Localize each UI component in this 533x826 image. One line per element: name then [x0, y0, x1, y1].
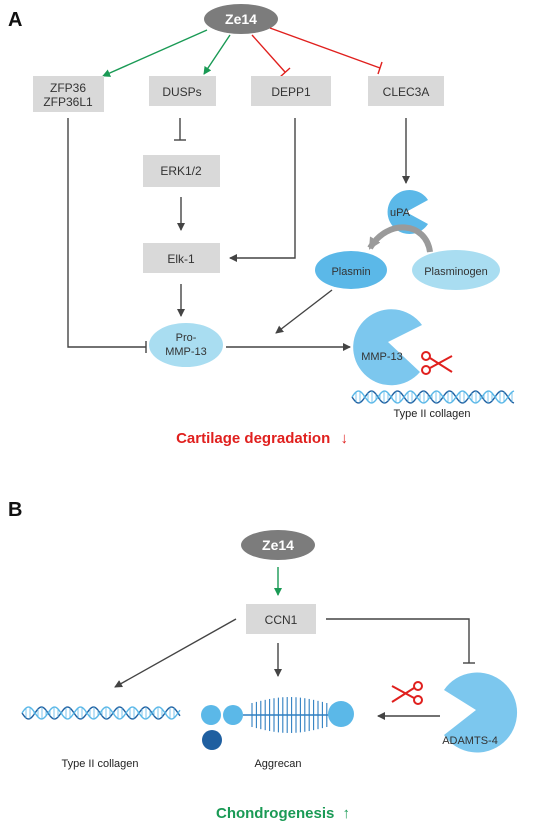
outcome-b-text: Chondrogenesis: [216, 805, 334, 822]
dusps-box: DUSPs: [149, 76, 216, 106]
upa-enzyme: uPA: [387, 190, 428, 235]
panel-a-letter: A: [8, 9, 22, 31]
ze14-oval-a: Ze14: [204, 4, 278, 34]
elk-box: Elk-1: [143, 243, 220, 273]
outcome-a-arrow: ↓: [340, 430, 348, 447]
arrow-ccn1-collagen: [114, 618, 237, 688]
prommp-label-1: Pro-: [176, 332, 197, 344]
clec3a-box: CLEC3A: [368, 76, 444, 106]
ze14-label-a: Ze14: [225, 11, 257, 27]
inhibition-dusps-erk: [174, 118, 186, 141]
arrow-depp1-elk: [229, 118, 296, 262]
scissors-icon: [421, 351, 453, 375]
aggrecan-molecule: [201, 697, 354, 750]
zfp36-label-1: ZFP36: [50, 81, 86, 95]
outcome-a-text: Cartilage degradation: [176, 430, 330, 447]
ccn1-label: CCN1: [265, 613, 298, 627]
mmp13-enzyme: MMP-13: [353, 309, 422, 386]
outcome-b-arrow: ↑: [343, 805, 351, 822]
inhibition-line-depp1: [251, 34, 291, 78]
inhibition-ccn1-adamts: [326, 618, 475, 664]
prommp-label-2: MMP-13: [165, 346, 207, 358]
aggrecan-label: Aggrecan: [254, 758, 301, 770]
zfp36-box: ZFP36 ZFP36L1: [33, 76, 104, 112]
pro-mmp13-ellipse: Pro- MMP-13: [149, 323, 223, 367]
arrow-plasmin-mmp: [275, 289, 333, 334]
erk-box: ERK1/2: [143, 155, 220, 187]
collagen-helix-b: [21, 706, 181, 720]
plasminogen-ellipse: Plasminogen: [412, 250, 500, 290]
inhibition-line-clec3a: [269, 27, 383, 75]
erk-label: ERK1/2: [160, 164, 202, 178]
upa-label: uPA: [390, 207, 411, 219]
clec3a-label: CLEC3A: [383, 85, 430, 99]
conversion-arrow: [367, 224, 433, 253]
depp1-box: DEPP1: [251, 76, 331, 106]
zfp36-label-2: ZFP36L1: [43, 95, 93, 109]
cartilage-degradation-label: Cartilage degradation ↓: [176, 430, 348, 447]
inhibition-zfp36-prommp: [67, 118, 147, 353]
plasmin-label: Plasmin: [331, 266, 370, 278]
adamts4-enzyme: ADAMTS-4: [442, 672, 518, 753]
depp1-label: DEPP1: [271, 85, 311, 99]
collagen-label-a: Type II collagen: [393, 408, 470, 420]
activation-arrow-zfp36: [102, 29, 208, 77]
activation-arrow-dusps: [203, 34, 231, 75]
adamts-label: ADAMTS-4: [442, 735, 498, 747]
ze14-label-b: Ze14: [262, 537, 294, 553]
panel-b-letter: B: [8, 499, 22, 521]
mmp13-label: MMP-13: [361, 351, 403, 363]
dusps-label: DUSPs: [162, 85, 201, 99]
scissors-icon-b: [391, 681, 423, 705]
collagen-helix-a: [351, 390, 515, 404]
elk-label: Elk-1: [167, 252, 195, 266]
collagen-label-b: Type II collagen: [61, 758, 138, 770]
plasminogen-label: Plasminogen: [424, 266, 488, 278]
ccn1-box: CCN1: [246, 604, 316, 634]
chondrogenesis-label: Chondrogenesis ↑: [216, 805, 350, 822]
plasmin-ellipse: Plasmin: [315, 251, 387, 289]
ze14-oval-b: Ze14: [241, 530, 315, 560]
